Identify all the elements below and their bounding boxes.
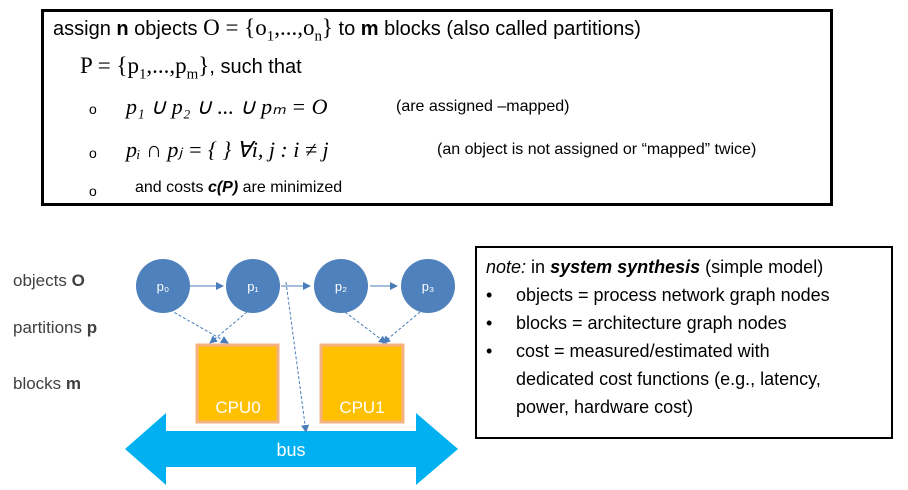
set-o-open: = {o	[219, 15, 267, 40]
intersection-note: (an object is not assigned or “mapped” t…	[437, 141, 757, 158]
union-note: (are assigned –mapped)	[396, 98, 570, 115]
label-objects: objects O	[13, 271, 85, 291]
bus-label: bus	[276, 440, 305, 460]
note-text: (simple model)	[700, 257, 824, 277]
process-label-p0: p₀	[157, 279, 170, 294]
note-text: in	[526, 257, 551, 277]
process-label-p3: p₃	[422, 279, 435, 294]
cost-line: and costs c(P) are minimized	[135, 179, 342, 197]
sub-1: 1	[138, 66, 147, 83]
intersection-formula: pᵢ ∩ pⱼ = { } ∀i, j : i ≠ j	[126, 137, 329, 162]
set-o-formula: O = {o1,...,on}	[203, 15, 333, 45]
process-node-p3	[401, 259, 455, 313]
note-bullet-marker: •	[486, 313, 493, 333]
cost-function: c(P)	[207, 179, 239, 196]
bullet-marker: o	[89, 101, 97, 117]
definition-box	[41, 9, 833, 206]
def-text: blocks (also called partitions)	[378, 18, 641, 40]
process-node-p1	[226, 259, 280, 313]
def-text: assign	[53, 18, 117, 40]
process-node-p0	[136, 259, 190, 313]
map-p1-cpu0	[209, 311, 248, 344]
def-text: , such that	[209, 56, 302, 78]
def-text: to	[332, 18, 361, 40]
label-text: objects	[13, 271, 72, 290]
label-bold: O	[71, 271, 85, 290]
map-p1-bus	[285, 281, 310, 433]
sub-m: m	[186, 66, 199, 83]
map-p3-cpu1	[382, 311, 421, 344]
union-formula: p₁ ∪ p₂ ∪ ... ∪ pₘ = O	[126, 94, 328, 119]
note-bullet-blocks: blocks = architecture graph nodes	[516, 313, 787, 333]
note-label: note:	[486, 257, 527, 277]
set-p-formula: P = {p1,...,pm}	[80, 53, 210, 83]
note-bullet-objects: objects = process network graph nodes	[516, 285, 830, 305]
cpu0-label: CPU0	[215, 398, 260, 417]
def-m: m	[360, 18, 379, 40]
cpu1-block	[319, 343, 405, 424]
note-bullet-marker: •	[486, 341, 493, 361]
note-cost-continuation-1: dedicated cost functions (e.g., latency,	[516, 369, 821, 389]
note-title: note: in system synthesis (simple model)	[486, 257, 823, 278]
cost-text: are minimized	[238, 179, 343, 196]
process-label-p1: p₁	[247, 279, 259, 294]
def-n: n	[116, 18, 129, 40]
set-o-mid: ,...,o	[274, 15, 315, 40]
definition-line-2: P = {p1,...,pm}, such that	[80, 53, 302, 84]
cpu0-block	[195, 343, 280, 424]
definition-line-1: assign n objects O = {o1,...,on} to m bl…	[53, 15, 641, 46]
sub-1: 1	[266, 28, 275, 45]
map-p0-cpu0	[169, 309, 229, 344]
map-p2-cpu1	[344, 311, 387, 344]
process-node-p2	[314, 259, 368, 313]
bus-arrow	[125, 413, 458, 485]
process-label-p2: p₂	[335, 279, 347, 294]
bullet-marker: o	[89, 145, 97, 161]
note-bullet-marker: •	[486, 285, 493, 305]
set-o-name: O	[203, 15, 220, 40]
label-bold: m	[65, 374, 82, 393]
label-blocks: blocks m	[13, 374, 81, 394]
label-text: blocks	[13, 374, 66, 393]
note-bullet-cost: cost = measured/estimated with	[516, 341, 770, 361]
set-o-close: }	[321, 15, 333, 40]
sub-n: n	[314, 28, 322, 45]
bullet-marker: o	[89, 183, 97, 199]
note-topic: system synthesis	[550, 257, 701, 277]
set-p-close: }	[198, 53, 210, 78]
label-text: partitions	[13, 318, 87, 337]
set-p-open: P = {p	[80, 53, 139, 78]
note-box	[475, 246, 893, 439]
set-p-mid: ,...,p	[146, 53, 187, 78]
label-bold: p	[86, 318, 98, 337]
cpu1-label: CPU1	[339, 398, 384, 417]
label-partitions: partitions p	[13, 318, 97, 338]
def-text: objects	[128, 18, 204, 40]
cost-text: and costs	[135, 179, 208, 196]
note-cost-continuation-2: power, hardware cost)	[516, 397, 694, 417]
